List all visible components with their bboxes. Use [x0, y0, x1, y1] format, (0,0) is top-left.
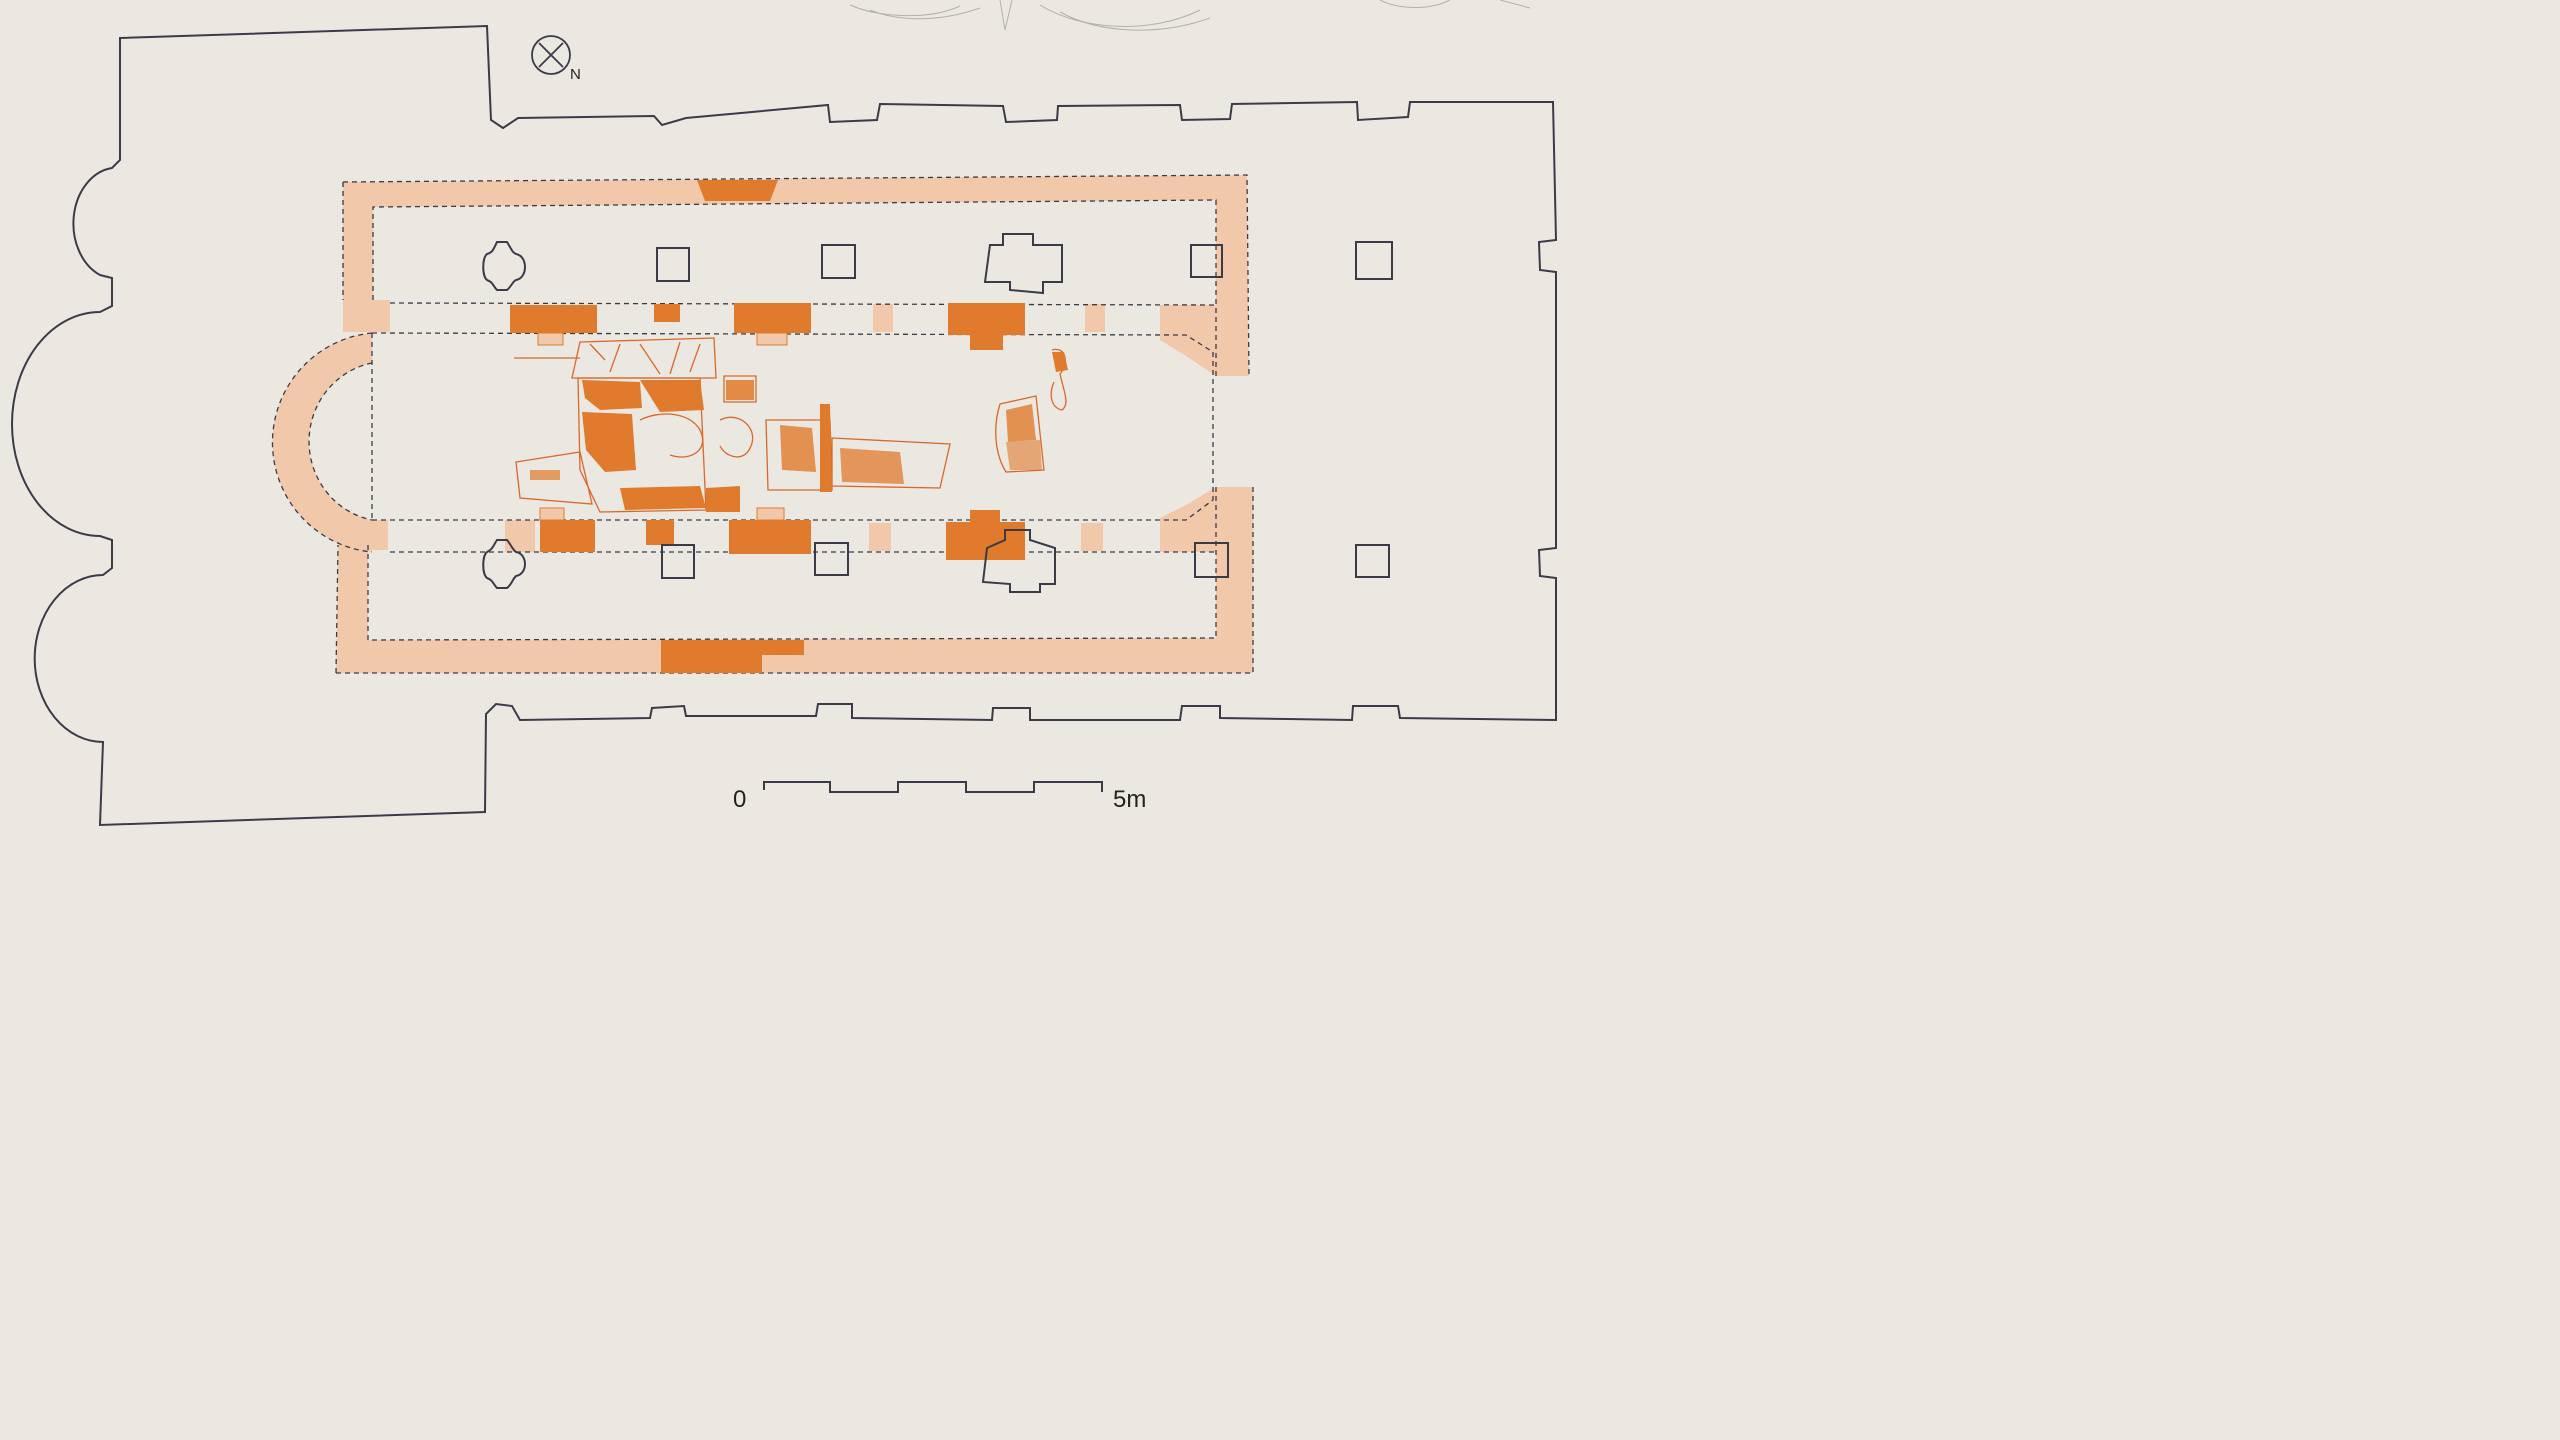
excavated-fragment	[729, 520, 811, 554]
cruciform-pillar	[983, 233, 1063, 295]
early-basilica-pier	[505, 520, 535, 552]
cruciform-pillar	[482, 241, 526, 291]
scale-bar	[763, 781, 1103, 793]
excavated-fragment	[697, 180, 778, 201]
square-pillar	[1190, 244, 1223, 278]
square-pillar	[1194, 542, 1229, 578]
square-pillar	[821, 244, 856, 279]
excavated-fragment	[661, 640, 804, 673]
north-arrow-icon	[531, 35, 571, 75]
early-basilica-pier	[1160, 487, 1216, 552]
cruciform-pillar	[482, 539, 526, 589]
square-pillar	[1355, 241, 1393, 280]
excavated-fragment	[540, 520, 595, 552]
excavated-fragment	[646, 520, 674, 545]
early-basilica-pier	[869, 523, 891, 551]
early-basilica-pier	[873, 304, 893, 332]
mosaic-fill	[530, 352, 1068, 512]
square-pillar	[661, 544, 695, 579]
early-basilica-pier	[343, 520, 388, 550]
excavated-fragments	[510, 180, 1025, 673]
early-basilica-apse	[272, 333, 372, 552]
excavated-fragment	[654, 304, 680, 322]
pillars	[482, 233, 1393, 593]
later-church-outline	[11, 24, 1558, 827]
excavated-fragment	[734, 303, 811, 333]
square-pillar	[1355, 544, 1390, 578]
mosaic-fragments	[514, 337, 1067, 513]
cruciform-pillar	[981, 529, 1056, 593]
scale-end-label: 5m	[1113, 786, 1147, 813]
early-basilica-pier	[343, 300, 390, 332]
square-pillar	[814, 542, 849, 576]
reconstructed-outline	[271, 174, 1254, 674]
scale-start-label: 0	[733, 786, 747, 813]
pier-bases	[537, 332, 788, 521]
excavated-fragment	[946, 510, 1025, 560]
church-floor-plan	[11, 0, 1558, 827]
excavated-fragment	[510, 305, 597, 333]
square-pillar	[656, 247, 690, 282]
early-basilica-pier	[1160, 305, 1216, 376]
excavated-fragment	[948, 303, 1025, 350]
early-basilica-pier	[1085, 304, 1105, 332]
floor-plan-page: N 0 5m	[0, 0, 1568, 882]
sketch-fragment	[849, 0, 1531, 31]
north-label: N	[570, 66, 581, 83]
early-basilica-pier	[1081, 523, 1103, 551]
early-basilica-walls	[336, 175, 1253, 673]
